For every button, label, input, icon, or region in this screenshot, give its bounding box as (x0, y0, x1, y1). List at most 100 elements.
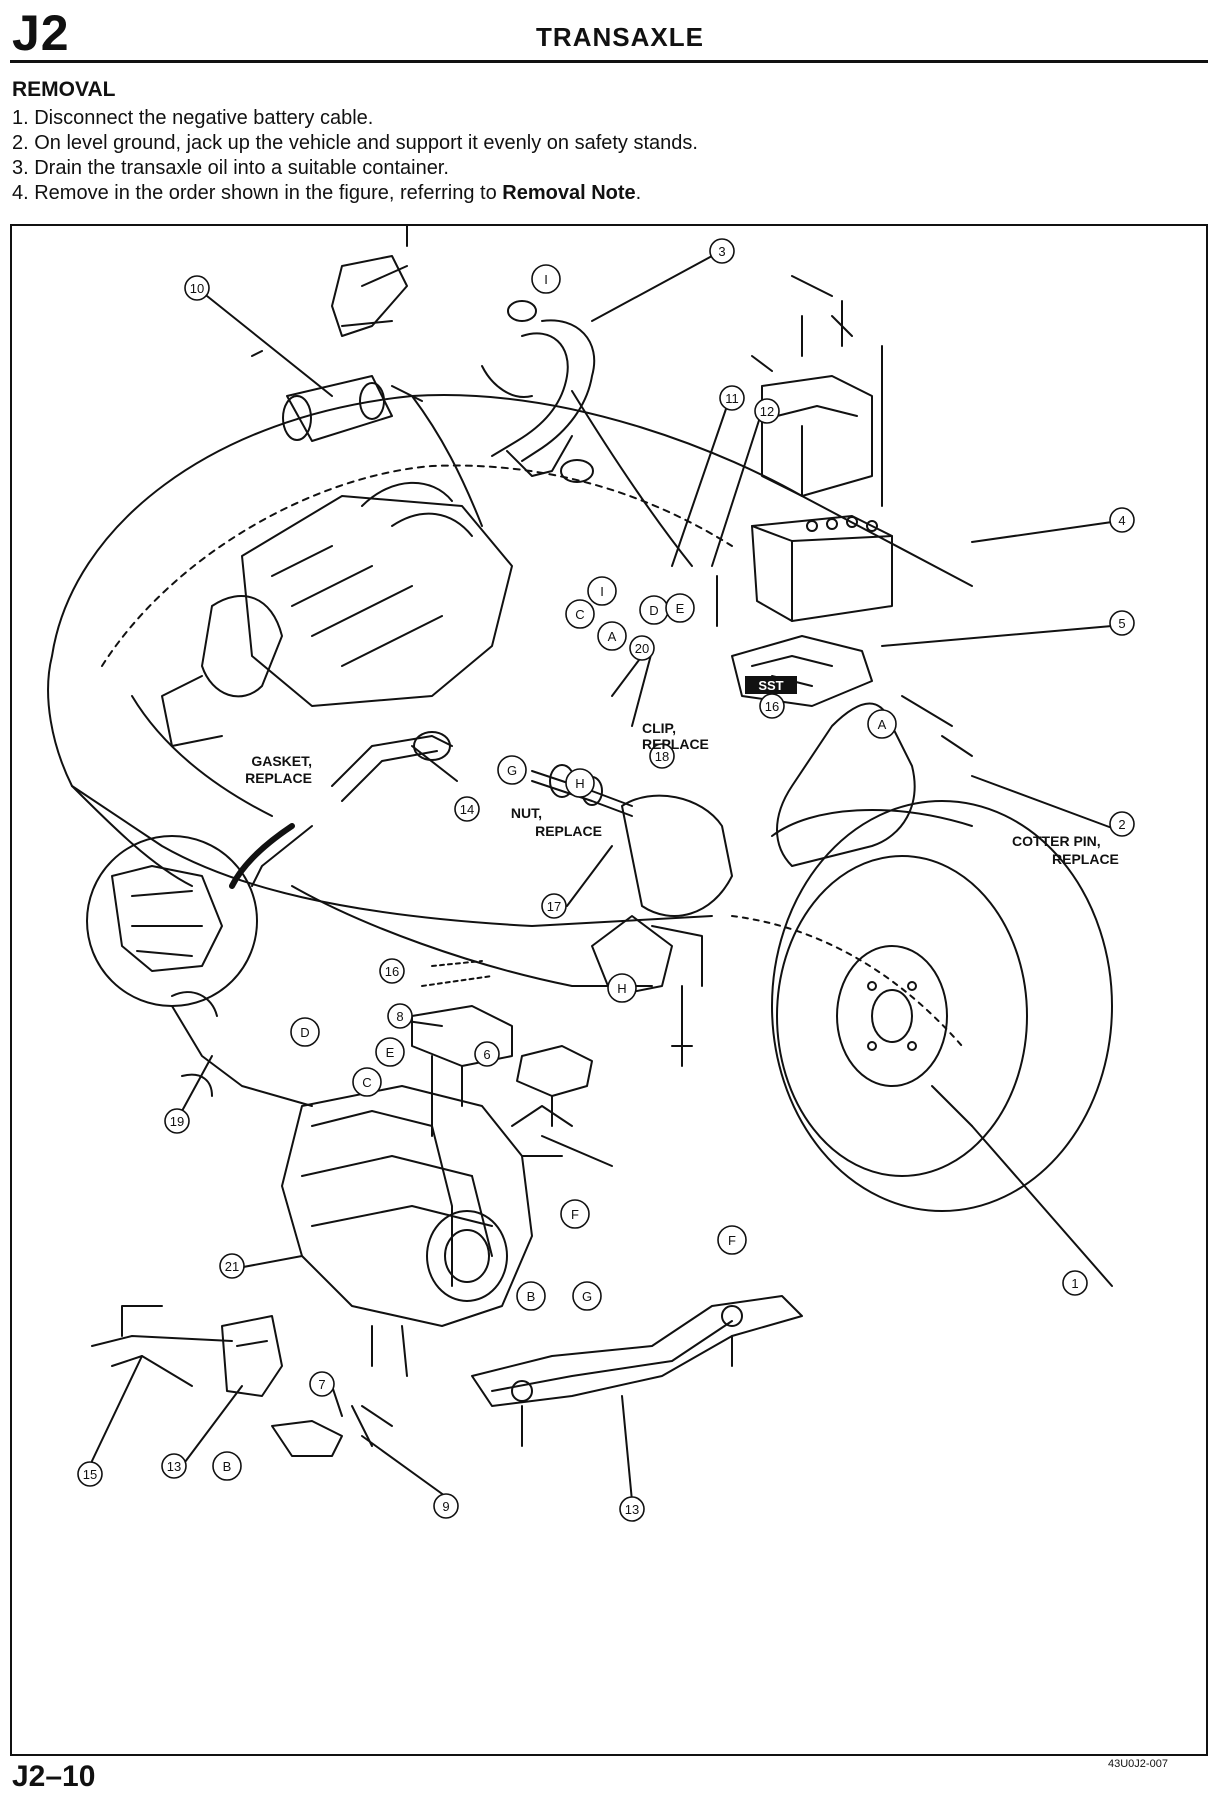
figure-frame: 10 3 11 12 4 5 2 20 16 18 14 17 16 8 6 1… (10, 224, 1208, 1756)
svg-text:D: D (649, 603, 658, 618)
inset-detail (86, 835, 258, 1007)
svg-text:17: 17 (547, 899, 561, 914)
marker-c-engine: D (639, 595, 669, 625)
callout-8: 8 (387, 1003, 413, 1029)
label-clip-2: REPLACE (642, 736, 709, 752)
svg-text:SST: SST (758, 678, 783, 693)
svg-text:4: 4 (1118, 513, 1125, 528)
removal-steps: 1. Disconnect the negative battery cable… (12, 106, 698, 206)
marker-g-engine: G (497, 755, 527, 785)
svg-text:B: B (527, 1289, 536, 1304)
label-clip-1: CLIP, (642, 720, 676, 736)
svg-text:20: 20 (635, 641, 649, 656)
callout-18: 17 (541, 893, 567, 919)
callout-10: 10 (184, 275, 210, 301)
page-number: J2–10 (12, 1760, 96, 1793)
svg-text:1: 1 (1071, 1276, 1078, 1291)
transaxle-unit (281, 1085, 573, 1377)
header-rule (10, 60, 1208, 63)
label-nut-1: NUT, (511, 805, 542, 821)
label-cotter-2: REPLACE (1052, 851, 1119, 867)
svg-text:10: 10 (190, 281, 204, 296)
marker-f-crossmember: F (717, 1225, 747, 1255)
label-gasket-2: REPLACE (245, 770, 312, 786)
svg-text:C: C (362, 1075, 371, 1090)
svg-text:13: 13 (625, 1502, 639, 1517)
letter-markers: I I C D E A A G H H D E C F G F B B (212, 264, 897, 1481)
callout-5: 5 (1109, 610, 1135, 636)
svg-text:16: 16 (765, 699, 779, 714)
part-callouts: 10 3 11 12 4 5 2 20 16 18 14 17 16 8 6 1… (77, 238, 1135, 1522)
svg-text:F: F (571, 1207, 579, 1222)
svg-text:15: 15 (83, 1467, 97, 1482)
crossmember (471, 1295, 803, 1447)
svg-text:H: H (575, 776, 584, 791)
step-1: 1. Disconnect the negative battery cable… (12, 107, 374, 129)
callout-19: 18 (649, 743, 675, 769)
svg-text:11: 11 (725, 391, 739, 406)
callout-12: 12 (754, 398, 780, 424)
svg-text:6: 6 (483, 1047, 490, 1062)
svg-text:19: 19 (170, 1114, 184, 1129)
callout-16-upper: 16 (379, 958, 405, 984)
callout-13: 13 (619, 1496, 645, 1522)
callout-20: 19 (164, 1108, 190, 1134)
removal-heading: REMOVAL (12, 78, 116, 101)
marker-h-bracket: H (607, 973, 637, 1003)
battery-tray (751, 275, 883, 507)
page-title: TRANSAXLE (536, 22, 704, 52)
vehicle-body (47, 394, 973, 927)
engine-block (241, 495, 513, 707)
label-cotter-1: COTTER PIN, (1012, 833, 1101, 849)
marker-i-top: I (531, 264, 561, 294)
svg-text:3: 3 (718, 244, 725, 259)
svg-text:18: 18 (655, 749, 669, 764)
svg-text:12: 12 (760, 404, 774, 419)
marker-f-transaxle: F (560, 1199, 590, 1229)
step-4: 4. Remove in the order shown in the figu… (12, 181, 698, 206)
svg-text:I: I (600, 584, 604, 599)
step-2: 2. On level ground, jack up the vehicle … (12, 132, 698, 154)
svg-text:I: I (544, 272, 548, 287)
svg-text:C: C (575, 607, 584, 622)
front-wheel (771, 800, 1113, 1212)
step-4-end: . (635, 182, 642, 204)
step-3: 3. Drain the transaxle oil into a suitab… (12, 157, 449, 179)
label-nut-2: REPLACE (535, 823, 602, 839)
svg-text:16: 16 (385, 964, 399, 979)
marker-a-engine: A (597, 621, 627, 651)
callout-17: 16 (759, 693, 785, 719)
svg-text:5: 5 (1118, 616, 1125, 631)
svg-text:8: 8 (396, 1009, 403, 1024)
callout-9: 9 (433, 1493, 459, 1519)
marker-c-transaxle: D (290, 1017, 320, 1047)
marker-h-engine: H (565, 768, 595, 798)
marker-b-transaxle: C (352, 1067, 382, 1097)
callout-6: 6 (474, 1041, 500, 1067)
figure-labels: GASKET, REPLACE CLIP, REPLACE NUT, REPLA… (245, 720, 1119, 867)
callout-15: 13 (161, 1453, 187, 1479)
callout-21: 20 (629, 635, 655, 661)
air-intake-hose (481, 300, 596, 483)
marker-a-wheel: A (867, 709, 897, 739)
callout-22: 21 (219, 1253, 245, 1279)
svg-text:9: 9 (442, 1499, 449, 1514)
callout-11: 11 (719, 385, 745, 411)
callout-4: 4 (1109, 507, 1135, 533)
removal-note-ref: Removal Note (502, 182, 636, 204)
battery (751, 515, 893, 622)
exploded-diagram: 10 3 11 12 4 5 2 20 16 18 14 17 16 8 6 1… (47, 226, 1135, 1522)
callout-1: 1 (1062, 1270, 1088, 1296)
callout-7: 7 (309, 1371, 335, 1397)
svg-text:7: 7 (318, 1377, 325, 1392)
svg-text:D: D (300, 1025, 309, 1040)
sst-tag: SST (745, 676, 797, 694)
svg-text:B: B (223, 1459, 232, 1474)
marker-g-transaxle: G (572, 1281, 602, 1311)
svg-text:21: 21 (225, 1259, 239, 1274)
marker-i-engine: I (587, 576, 617, 606)
marker-d-engine: E (665, 593, 695, 623)
svg-text:A: A (608, 629, 617, 644)
svg-text:G: G (507, 763, 517, 778)
section-code: J2 (12, 5, 70, 61)
